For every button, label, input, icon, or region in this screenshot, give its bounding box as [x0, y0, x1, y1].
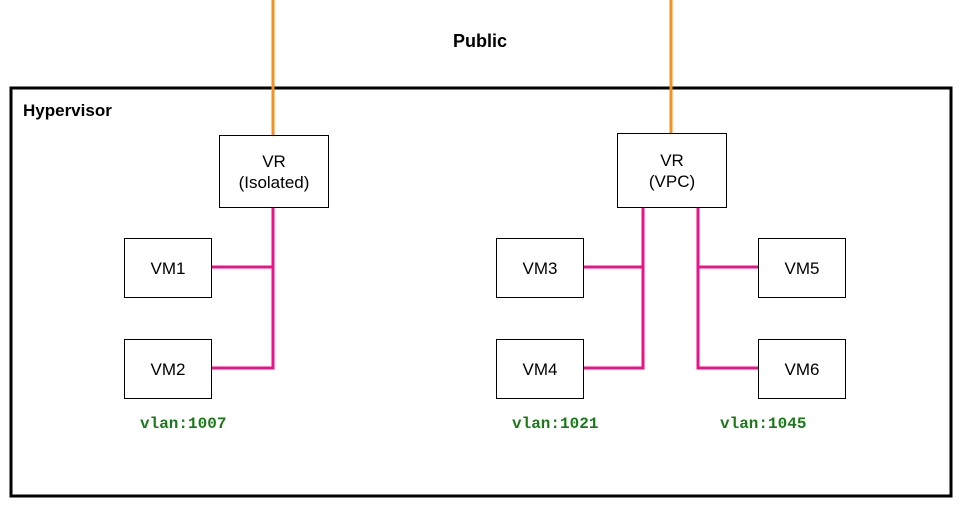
vr-isolated-line2: (Isolated) — [238, 172, 310, 192]
vr-vpc-node: VR (VPC) — [617, 133, 727, 208]
vlan-1045-label: vlan:1045 — [720, 415, 807, 433]
vr-isolated-node: VR (Isolated) — [219, 135, 329, 208]
hypervisor-label: Hypervisor — [23, 101, 112, 120]
vm1-node: VM1 — [124, 238, 212, 298]
vm6-node: VM6 — [758, 339, 846, 399]
vlan-1021-link — [583, 207, 645, 370]
vm5-node: VM5 — [758, 238, 846, 298]
vm2-node: VM2 — [124, 339, 212, 399]
vr-vpc-line2: (VPC) — [648, 171, 696, 191]
vlan-1007-link — [211, 207, 275, 370]
vr-vpc-line1: VR — [660, 150, 684, 170]
vm4-label: VM4 — [522, 359, 558, 379]
vm6-label: VM6 — [784, 359, 820, 379]
vlan-1045-link — [696, 207, 759, 370]
vm5-label: VM5 — [784, 258, 820, 278]
vlan-1021-label: vlan:1021 — [512, 415, 599, 433]
vr-isolated-line1: VR — [262, 151, 286, 171]
hypervisor-box — [9, 86, 953, 498]
vm4-node: VM4 — [496, 339, 584, 399]
vm2-label: VM2 — [150, 359, 186, 379]
vm3-label: VM3 — [522, 258, 558, 278]
vm3-node: VM3 — [496, 238, 584, 298]
vlan-1007-label: vlan:1007 — [140, 415, 227, 433]
vm1-label: VM1 — [150, 258, 186, 278]
public-label: Public — [453, 31, 508, 51]
